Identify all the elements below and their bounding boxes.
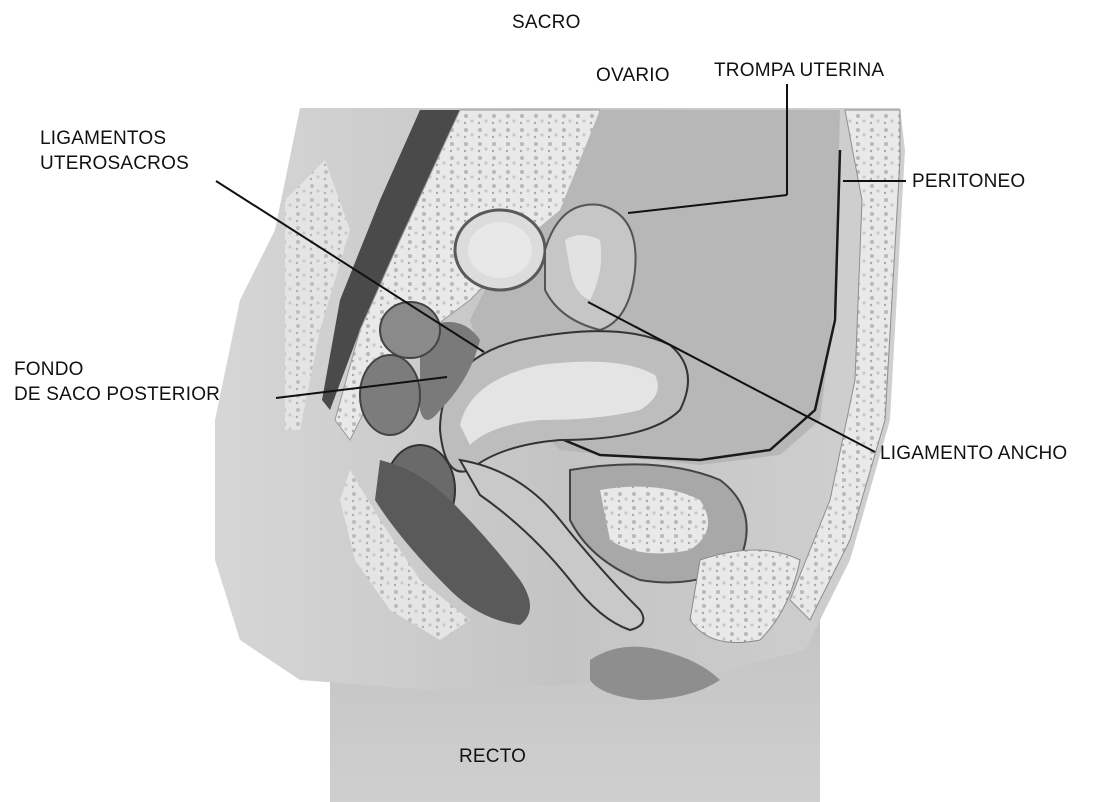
label-ligamentos-uterosacros-line1: LIGAMENTOS	[40, 127, 166, 151]
bowel-loop-2	[360, 355, 420, 435]
bowel-loop-1	[380, 302, 440, 358]
label-sacro: SACRO	[512, 11, 581, 35]
label-fondo-de-saco-line1: FONDO	[14, 358, 84, 382]
label-trompa-uterina: TROMPA UTERINA	[714, 59, 884, 83]
label-fondo-de-saco-line2: DE SACO POSTERIOR	[14, 383, 220, 407]
label-recto: RECTO	[459, 745, 526, 769]
label-ovario: OVARIO	[596, 64, 670, 88]
label-ligamento-ancho: LIGAMENTO ANCHO	[880, 442, 1067, 466]
label-peritoneo: PERITONEO	[912, 170, 1025, 194]
label-ligamentos-uterosacros-line2: UTEROSACROS	[40, 152, 189, 176]
ovary-inner	[468, 222, 532, 278]
